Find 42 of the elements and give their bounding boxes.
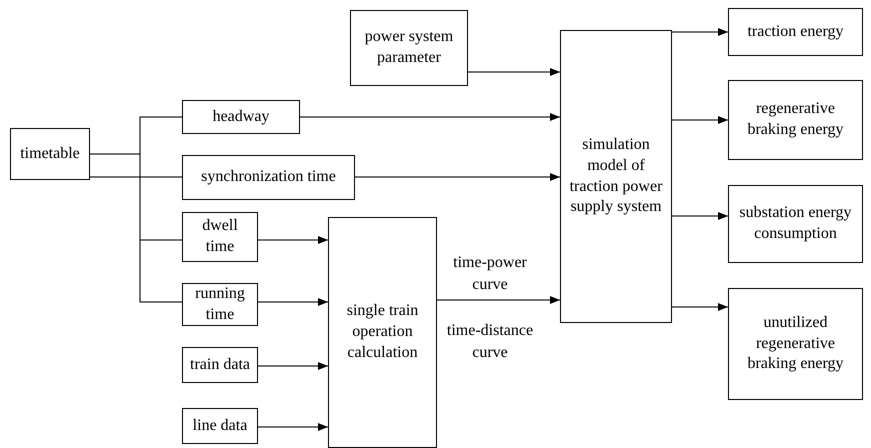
box-label: traction energy: [747, 22, 844, 42]
arrow: [436, 296, 560, 304]
process-box: [10, 128, 90, 180]
arrow: [672, 212, 728, 220]
box-label: headway: [212, 106, 270, 127]
box-label: synchronization time: [201, 167, 336, 188]
box-label: dwell time: [201, 216, 239, 257]
arrow: [672, 28, 728, 36]
box-label: unutilized regenerative braking energy: [746, 312, 845, 374]
process-box: [350, 10, 468, 86]
process-box: [182, 347, 258, 383]
arrow: [258, 423, 328, 431]
process-box: [728, 80, 863, 160]
process-box: [728, 8, 863, 56]
process-box: [328, 217, 437, 448]
box-label: timetable: [20, 144, 80, 164]
arrow: [672, 303, 728, 311]
box-label: substation energy consumption: [738, 203, 853, 244]
box-label: running time: [194, 284, 246, 324]
process-box: [182, 155, 355, 200]
process-box: [560, 30, 672, 323]
box-label: train data: [190, 354, 250, 375]
process-box: [728, 185, 863, 263]
arrow: [258, 236, 328, 244]
arrow: [258, 362, 328, 370]
box-label: power system parameter: [364, 27, 454, 68]
box-label: simulation model of traction power supply system: [568, 134, 664, 218]
box-label: regenerative braking energy: [746, 99, 845, 140]
process-box: [728, 288, 863, 400]
arrow: [258, 298, 328, 306]
connector-line: [90, 176, 182, 178]
arrow: [300, 113, 560, 121]
process-box: [182, 408, 258, 444]
process-box: [182, 283, 258, 326]
process-box: [182, 212, 258, 262]
arrow: [354, 173, 560, 181]
arrow: [468, 68, 560, 76]
connector-line: [90, 154, 182, 302]
box-label: single train operation calculation: [346, 301, 420, 363]
box-label: line data: [192, 416, 248, 436]
process-box: [182, 100, 300, 134]
arrow: [672, 116, 728, 124]
